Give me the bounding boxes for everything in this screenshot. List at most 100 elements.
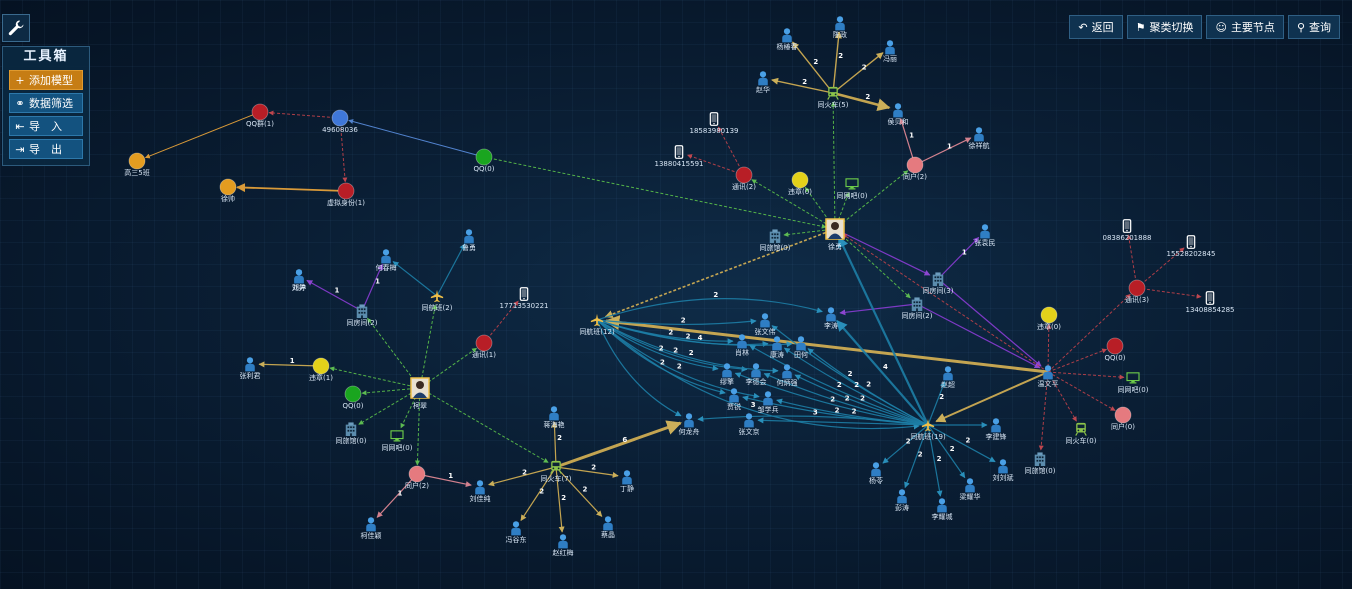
node-person[interactable]: [475, 480, 485, 495]
node-photo[interactable]: [410, 377, 430, 399]
edge-n_fangjian3-n_wenzp[interactable]: [937, 278, 1042, 367]
edge-n_train5-n_cheng[interactable]: [832, 31, 842, 94]
node-red-circle[interactable]: [337, 182, 355, 200]
node-photo[interactable]: [825, 218, 845, 240]
node-person[interactable]: [965, 478, 975, 493]
edge-n_fangjian3-n_zhangshi[interactable]: [937, 237, 980, 280]
node-building[interactable]: [356, 304, 368, 318]
node-person[interactable]: [603, 516, 613, 531]
node-person[interactable]: [622, 470, 632, 485]
node-monitor[interactable]: [390, 430, 404, 442]
node-person[interactable]: [871, 462, 881, 477]
node-person[interactable]: [893, 103, 903, 118]
edge-n_xuyong-n_hang12[interactable]: [604, 228, 836, 318]
add-model-button[interactable]: + 添加模型: [9, 70, 83, 90]
edge-n_hang12-n_tianhe[interactable]: [596, 319, 793, 348]
edge-n_hangban2-n_xiangxx[interactable]: [436, 243, 466, 297]
edge-n_train5-n_zhaohua[interactable]: [771, 77, 834, 94]
node-blue-circle[interactable]: [331, 109, 349, 127]
edge-n_tongxun2-n_phA[interactable]: [717, 126, 745, 176]
edge-n_qqqun-n_gao[interactable]: [144, 111, 261, 159]
edge-n_wenzp-n_hang19[interactable]: [935, 371, 1049, 423]
tools-toggle-button[interactable]: [2, 14, 30, 42]
edge-n_xuyong-n_tongxun2[interactable]: [751, 179, 836, 230]
node-person[interactable]: [684, 413, 694, 428]
import-button[interactable]: ⇤ 导 入: [9, 116, 83, 136]
edge-n_photo2-n_tonghu2b[interactable]: [414, 387, 421, 466]
node-phone[interactable]: [519, 287, 529, 301]
edge-n_photo2-n_wangba0c[interactable]: [400, 387, 421, 429]
edge-n_photo2-n_zhusu1[interactable]: [329, 366, 421, 389]
edge-n_hang19-n_xuyong[interactable]: [837, 236, 929, 426]
node-monitor[interactable]: [845, 178, 859, 190]
edge-n_xuyong-n_zhudian0a[interactable]: [783, 228, 836, 237]
node-building[interactable]: [1034, 452, 1046, 466]
node-phone[interactable]: [1122, 219, 1132, 233]
edge-n_qq0a-n_xuyong[interactable]: [483, 156, 827, 229]
node-building[interactable]: [769, 229, 781, 243]
node-plane[interactable]: [430, 289, 444, 303]
edge-n_tonghu2-n_xuzong[interactable]: [914, 137, 972, 166]
edge-n_wenzp-n_qq0b[interactable]: [1047, 348, 1108, 373]
node-person[interactable]: [885, 40, 895, 55]
node-person[interactable]: [782, 28, 792, 43]
node-red-circle[interactable]: [1128, 279, 1146, 297]
edge-n_wenzp-n_xuyong[interactable]: [842, 233, 1049, 373]
edge-n_tongxun1-n_ph4[interactable]: [483, 300, 519, 344]
edge-n_xuyong-n_train5[interactable]: [830, 101, 836, 230]
node-person[interactable]: [980, 224, 990, 239]
node-person[interactable]: [835, 16, 845, 31]
node-person[interactable]: [558, 534, 568, 549]
node-phone[interactable]: [674, 145, 684, 159]
node-building[interactable]: [345, 422, 357, 436]
node-green-circle[interactable]: [344, 385, 362, 403]
node-person[interactable]: [897, 489, 907, 504]
edge-n_train7-n_zhaohong[interactable]: [555, 466, 565, 533]
node-red-circle[interactable]: [735, 166, 753, 184]
node-monitor[interactable]: [1126, 372, 1140, 384]
edge-n_train7-n_dingjing[interactable]: [555, 466, 619, 478]
edge-n_hang19-n_xiaobo[interactable]: [749, 344, 929, 426]
edge-n_photo2-n_fangjian2[interactable]: [367, 317, 421, 389]
edge-n_fangjian2-n_pu1[interactable]: [306, 279, 363, 312]
edge-n_train5-n_fengli[interactable]: [832, 52, 884, 94]
edge-n_wenzp-n_tongxun3[interactable]: [1047, 293, 1131, 373]
edge-n_fangjian2b-n_wenzp[interactable]: [916, 303, 1041, 369]
node-phone[interactable]: [1205, 291, 1215, 305]
export-button[interactable]: ⇥ 导 出: [9, 139, 83, 159]
edge-n_hang19-n_tianhe[interactable]: [807, 348, 929, 426]
data-filter-button[interactable]: ⚭ 数据筛选: [9, 93, 83, 113]
edge-n_hang12-n_hang19[interactable]: [596, 319, 920, 430]
node-train[interactable]: [1075, 422, 1087, 436]
node-person[interactable]: [998, 459, 1008, 474]
edge-n_hang12-n_liangg[interactable]: [596, 319, 719, 372]
node-person[interactable]: [245, 357, 255, 372]
edge-n_photo2-n_hangban2[interactable]: [419, 304, 438, 389]
edge-n_xuyong-n_wangba0a[interactable]: [834, 191, 850, 230]
edge-n_wenzp-n_hang12[interactable]: [604, 315, 1049, 374]
edge-n_hang19-n_liyao[interactable]: [927, 424, 943, 497]
main-nodes-button[interactable]: ☺ 主要节点: [1206, 15, 1284, 39]
cluster-switch-button[interactable]: ⚑ 聚类切换: [1126, 15, 1203, 39]
edge-n_hang19-n_liangye[interactable]: [927, 424, 966, 479]
search-button[interactable]: ⚲ 查询: [1287, 15, 1340, 39]
edge-n_hang19-n_hezhi[interactable]: [794, 374, 929, 426]
node-person[interactable]: [744, 413, 754, 428]
back-button[interactable]: ↶ 返回: [1069, 15, 1123, 39]
edge-n_xuyong-n_fangjian2b[interactable]: [834, 228, 911, 299]
node-phone[interactable]: [709, 112, 719, 126]
node-person[interactable]: [464, 229, 474, 244]
node-person[interactable]: [760, 313, 770, 328]
node-person[interactable]: [796, 336, 806, 351]
edge-n_xuni-n_xushuai[interactable]: [236, 183, 347, 193]
node-green-circle[interactable]: [475, 148, 493, 166]
edge-n_train5-n_houhe[interactable]: [832, 91, 891, 112]
edge-n_hang19-n_lishi[interactable]: [836, 319, 929, 426]
node-person[interactable]: [294, 269, 304, 284]
node-person[interactable]: [772, 336, 782, 351]
edge-n_train7-n_fengdong[interactable]: [520, 466, 557, 521]
edge-n_qq0a-n_496[interactable]: [348, 119, 485, 158]
node-red-circle[interactable]: [1106, 337, 1124, 355]
node-building[interactable]: [911, 297, 923, 311]
edge-n_train7-n_heji[interactable]: [555, 420, 682, 469]
